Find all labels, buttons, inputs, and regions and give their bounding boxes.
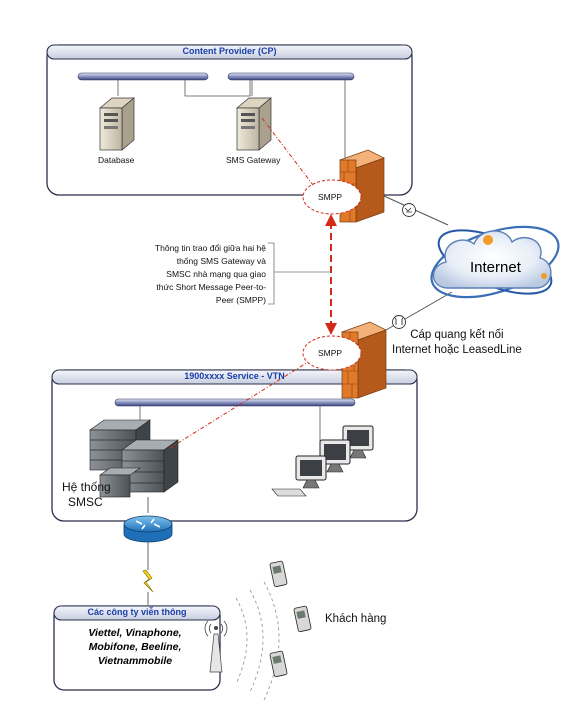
smpp-note-line: Peer (SMPP) bbox=[215, 295, 266, 305]
smsc-label-line: Hệ thống bbox=[62, 480, 111, 494]
note-bracket bbox=[268, 242, 331, 305]
wan-connector-bottom-icon bbox=[392, 315, 406, 329]
cp-lan-bus bbox=[77, 72, 355, 161]
smpp-bottom-bubble bbox=[302, 335, 362, 371]
mobile-phone-icon bbox=[269, 560, 288, 588]
smpp-top-bubble bbox=[302, 179, 362, 215]
internet-label: Internet bbox=[470, 259, 521, 276]
smsc-to-smpp-link bbox=[169, 361, 309, 449]
smsc-server-rack-icon bbox=[89, 419, 179, 498]
database-label: Database bbox=[98, 155, 135, 165]
mobile-phone-icon bbox=[293, 605, 312, 633]
mobile-phone-icon bbox=[269, 650, 288, 678]
smpp-bottom-label: SMPP bbox=[318, 348, 343, 358]
smpp-note-line: Thông tin trao đổi giữa hai hệ bbox=[154, 243, 266, 253]
wan-connector-top-icon bbox=[402, 203, 416, 217]
wireless-link-icon bbox=[142, 542, 154, 605]
router-icon bbox=[123, 515, 173, 543]
database-server-icon bbox=[99, 97, 135, 151]
operator-line: Viettel, Vinaphone, bbox=[88, 627, 182, 639]
operator-line: Mobifone, Beeline, bbox=[88, 641, 182, 653]
operator-line: Vietnammobile bbox=[97, 655, 173, 667]
sms-gateway-label: SMS Gateway bbox=[226, 155, 281, 165]
fiber-note-line: Internet hoặc LeasedLine bbox=[392, 344, 522, 356]
cp-panel-title: Content Provider (CP) bbox=[182, 46, 277, 56]
fiber-note-line: Cáp quang kết nối bbox=[410, 329, 504, 341]
telco-panel-title: Các công ty viễn thông bbox=[87, 607, 187, 617]
smsc-label: Hệ thống SMSC bbox=[62, 480, 111, 510]
gateway-to-smpp-link bbox=[261, 117, 314, 186]
antenna-tower-icon bbox=[204, 620, 228, 673]
smpp-link bbox=[325, 214, 337, 335]
workstation-monitors-icon bbox=[271, 425, 374, 497]
smpp-note: Thông tin trao đổi giữa hai hệ thống SMS… bbox=[130, 242, 266, 307]
fiber-note: Cáp quang kết nối Internet hoặc LeasedLi… bbox=[392, 328, 522, 358]
internet-cloud-icon bbox=[430, 225, 560, 299]
smpp-note-line: SMSC nhà mạng qua giao bbox=[166, 269, 266, 279]
smpp-note-line: thức Short Message Peer-to- bbox=[156, 282, 266, 292]
smpp-note-line: thống SMS Gateway và bbox=[176, 256, 266, 266]
smsc-label-line: SMSC bbox=[68, 495, 103, 509]
operators-list: Viettel, Vinaphone, Mobifone, Beeline, V… bbox=[60, 626, 210, 668]
cp-panel bbox=[46, 44, 413, 196]
vtn-panel-title: 1900xxxx Service - VTN bbox=[184, 371, 285, 381]
customers-label: Khách hàng bbox=[325, 613, 387, 625]
telco-panel bbox=[53, 605, 221, 691]
sms-gateway-server-icon bbox=[236, 97, 272, 151]
radio-waves bbox=[235, 581, 280, 701]
smpp-top-label: SMPP bbox=[318, 192, 343, 202]
